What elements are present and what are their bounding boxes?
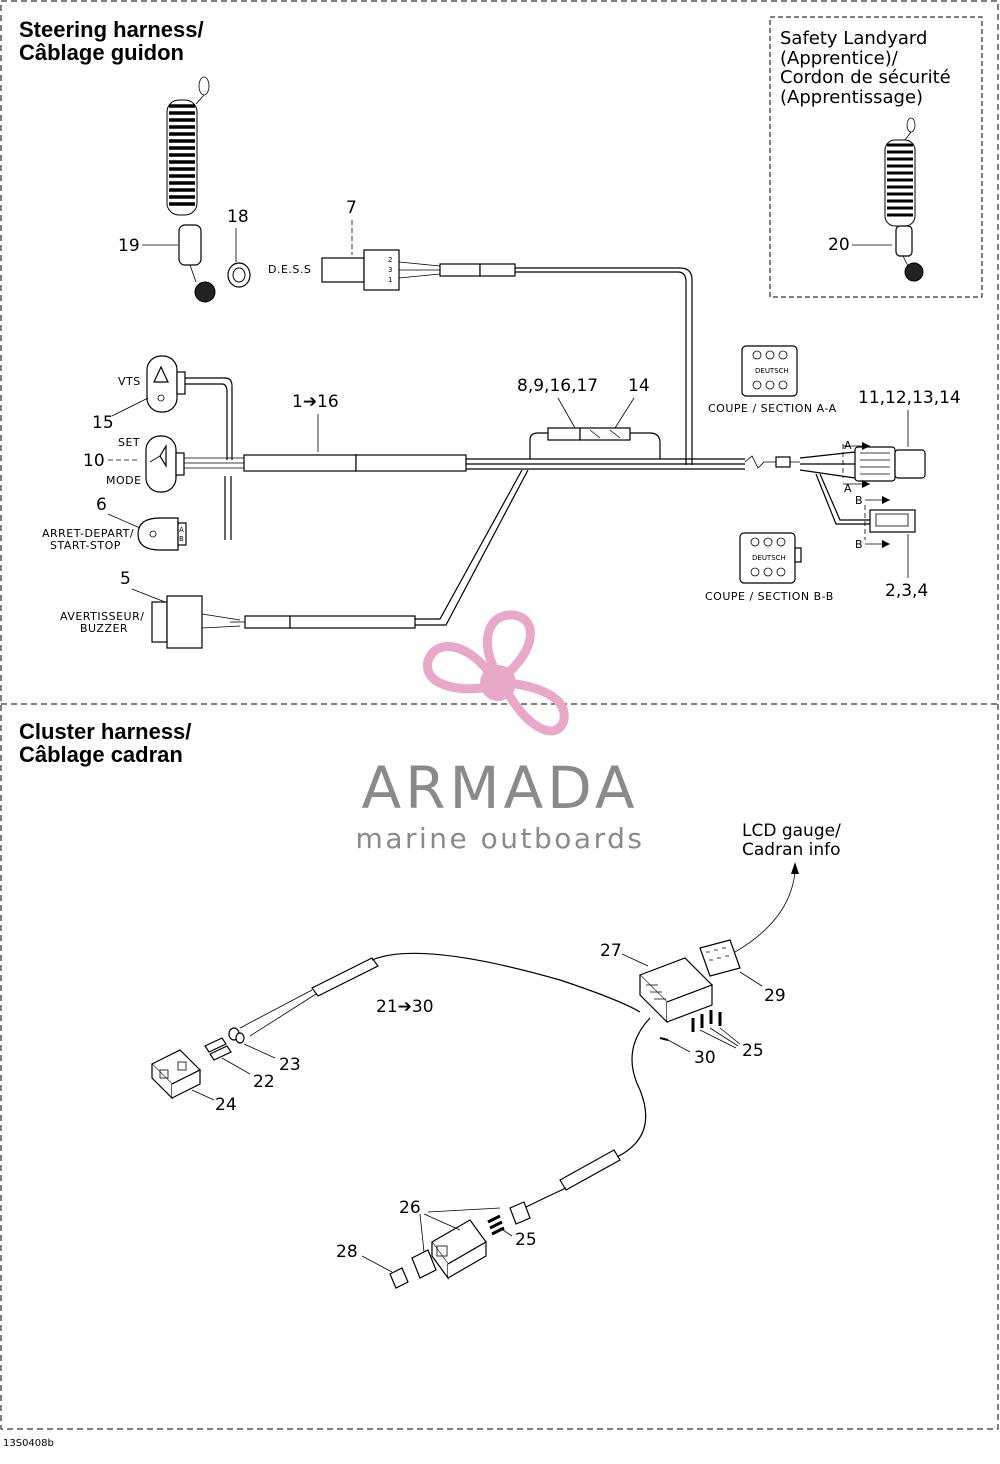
callout-24: 24: [215, 1095, 237, 1115]
landyard-coil-icon: [884, 117, 924, 282]
callout-29: 29: [764, 986, 786, 1006]
label-vts: VTS: [118, 375, 141, 388]
cluster-title-line1: Cluster harness/: [19, 719, 191, 744]
callout-10: 10: [83, 451, 105, 471]
label-b-top: B: [855, 494, 863, 507]
callout-21-30: 21➔30: [376, 997, 434, 1017]
callout-28: 28: [336, 1242, 358, 1262]
label-section-bb: COUPE / SECTION B-B: [705, 590, 834, 603]
label-arret-line2: START-STOP: [50, 539, 121, 552]
fuse-holder-icon: [529, 427, 661, 459]
connector-27-icon: [638, 957, 714, 1024]
callout-22: 22: [253, 1072, 275, 1092]
label-buzzer-line1: AVERTISSEUR/: [60, 610, 144, 623]
svg-text:B: B: [179, 535, 184, 543]
lanyard-19-icon: [166, 76, 216, 303]
dess-wire: [439, 263, 693, 465]
cover-29-icon: [699, 939, 741, 977]
label-set: SET: [118, 436, 140, 449]
drawing-code: 13S0408b: [3, 1438, 54, 1449]
main-harness: [184, 451, 856, 479]
landyard-line3: Cordon de sécurité: [780, 67, 951, 88]
start-stop-switch-icon: A B: [137, 476, 232, 551]
svg-text:A: A: [179, 526, 184, 534]
label-mode: MODE: [106, 474, 142, 487]
lcd-arrow-head: [791, 862, 799, 874]
nut-18-icon: [227, 262, 251, 288]
callout-8-9-16-17: 8,9,16,17: [517, 376, 598, 396]
connector-2-4-icon: [815, 473, 916, 548]
landyard-line1: Safety Landyard: [780, 28, 927, 49]
callout-7: 7: [346, 198, 357, 218]
steering-title-line2: Câblage guidon: [19, 40, 184, 65]
pins-25-upper-icon: [691, 1010, 722, 1032]
callout-25-upper: 25: [742, 1041, 764, 1061]
armada-logo: ARMADA marine outboards: [356, 610, 645, 855]
steering-title-line1: Steering harness/: [19, 17, 204, 42]
deutsch-connector-bb-icon: DEUTSCH: [739, 532, 802, 584]
label-deutsch-aa: DEUTSCH: [755, 367, 789, 375]
label-section-aa: COUPE / SECTION A-A: [708, 402, 837, 415]
callout-20: 20: [828, 235, 850, 255]
connector-24-icon: [150, 1049, 202, 1100]
lcd-arrow: [734, 871, 796, 953]
callout-11-14: 11,12,13,14: [858, 388, 961, 408]
page-frame: [0, 0, 999, 1430]
set-mode-switch-icon: [145, 435, 185, 493]
vts-switch-icon: [146, 355, 233, 460]
landyard-inset: Safety Landyard (Apprentice)/ Cordon de …: [769, 16, 983, 298]
dess-connector-icon: 2 3 1: [321, 249, 441, 291]
callout-2-4: 2,3,4: [885, 581, 928, 601]
callout-5: 5: [120, 569, 131, 589]
brand-text: ARMADA: [361, 754, 638, 822]
lcd-label-line2: Cadran info: [742, 840, 841, 860]
terminal-22-icon: [204, 1037, 232, 1061]
connector-26-icon: [431, 1219, 487, 1280]
callout-27: 27: [600, 941, 622, 961]
label-deutsch-bb: DEUTSCH: [752, 554, 786, 562]
seal-23-icon: [228, 1027, 245, 1044]
landyard-line2: (Apprentice)/: [780, 48, 899, 69]
label-a-bottom: A: [844, 482, 852, 495]
callout-19: 19: [118, 236, 140, 256]
label-b-bottom: B: [855, 538, 863, 551]
plug-30-icon: [659, 1037, 669, 1041]
callout-6: 6: [96, 495, 107, 515]
label-dess: D.E.S.S: [268, 263, 311, 276]
buzzer-icon: [151, 469, 529, 649]
svg-text:2: 2: [388, 256, 392, 264]
connector-11-14-icon: [842, 442, 926, 488]
label-arret-line1: ARRET-DEPART/: [42, 527, 134, 540]
callout-25-lower: 25: [515, 1230, 537, 1250]
cluster-harness: [239, 952, 651, 1211]
seal-26-icon: [411, 1201, 531, 1279]
cluster-title-line2: Câblage cadran: [19, 742, 183, 767]
callout-23: 23: [279, 1055, 301, 1075]
callout-15: 15: [92, 413, 114, 433]
landyard-line4: (Apprentissage): [780, 87, 923, 108]
svg-text:1: 1: [388, 276, 392, 284]
label-a-top: A: [844, 439, 852, 452]
callout-14: 14: [628, 376, 650, 396]
callout-18: 18: [227, 207, 249, 227]
propeller-icon: [423, 610, 569, 736]
lcd-label-line1: LCD gauge/: [742, 821, 841, 841]
pins-25-lower-icon: [487, 1214, 505, 1236]
tagline-text: marine outboards: [356, 822, 645, 855]
callout-30: 30: [694, 1048, 716, 1068]
callout-26: 26: [399, 1198, 421, 1218]
svg-text:3: 3: [388, 266, 392, 274]
label-buzzer-line2: BUZZER: [80, 622, 128, 635]
callout-1-16: 1➔16: [292, 392, 339, 412]
lock-28-icon: [389, 1267, 409, 1289]
deutsch-connector-aa-icon: DEUTSCH: [741, 345, 798, 397]
